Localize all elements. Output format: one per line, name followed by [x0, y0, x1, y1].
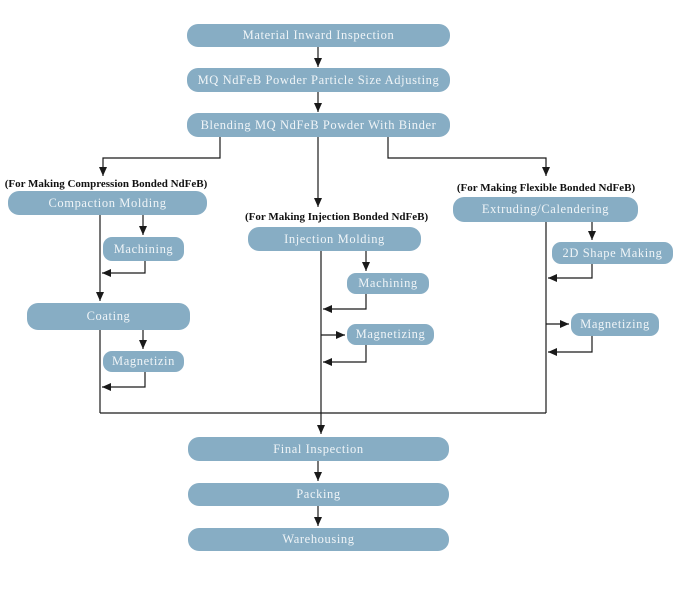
- connector-machining-return-mid: [323, 294, 367, 313]
- connector-blending-to-compression-branch: [99, 137, 221, 176]
- node-2d-shape-making: 2D Shape Making: [552, 242, 673, 264]
- node-machining-compression: Machining: [103, 237, 184, 261]
- node-magnetizing-flexible: Magnetizing: [571, 313, 659, 336]
- connector-blending-to-flexible-branch: [387, 137, 550, 176]
- connector-magnetizing-return-left: [102, 372, 146, 391]
- node-coating: Coating: [27, 303, 190, 330]
- node-packing: Packing: [188, 483, 449, 506]
- label-compression-branch: (For Making Compression Bonded NdFeB): [4, 178, 208, 190]
- node-injection-molding: Injection Molding: [248, 227, 421, 251]
- node-magnetizing-injection: Magnetizing: [347, 324, 434, 345]
- connector-shape-return-right: [548, 264, 593, 282]
- connector-magnetizing-return-mid: [323, 345, 367, 366]
- connector-magnetizing-return-right: [548, 336, 593, 356]
- node-warehousing: Warehousing: [188, 528, 449, 551]
- node-blending-with-binder: Blending MQ NdFeB Powder With Binder: [187, 113, 450, 137]
- node-particle-size-adjusting: MQ NdFeB Powder Particle Size Adjusting: [187, 68, 450, 92]
- node-machining-injection: Machining: [347, 273, 429, 294]
- node-final-inspection: Final Inspection: [188, 437, 449, 461]
- node-magnetizing-compression: Magnetizin: [103, 351, 184, 372]
- node-material-inward-inspection: Material Inward Inspection: [187, 24, 450, 47]
- connector-machining-return-left: [102, 261, 146, 277]
- node-extruding-calendering: Extruding/Calendering: [453, 197, 638, 222]
- node-compaction-molding: Compaction Molding: [8, 191, 207, 215]
- label-injection-branch: (For Making Injection Bonded NdFeB): [245, 211, 429, 223]
- label-flexible-branch: (For Making Flexible Bonded NdFeB): [456, 182, 636, 194]
